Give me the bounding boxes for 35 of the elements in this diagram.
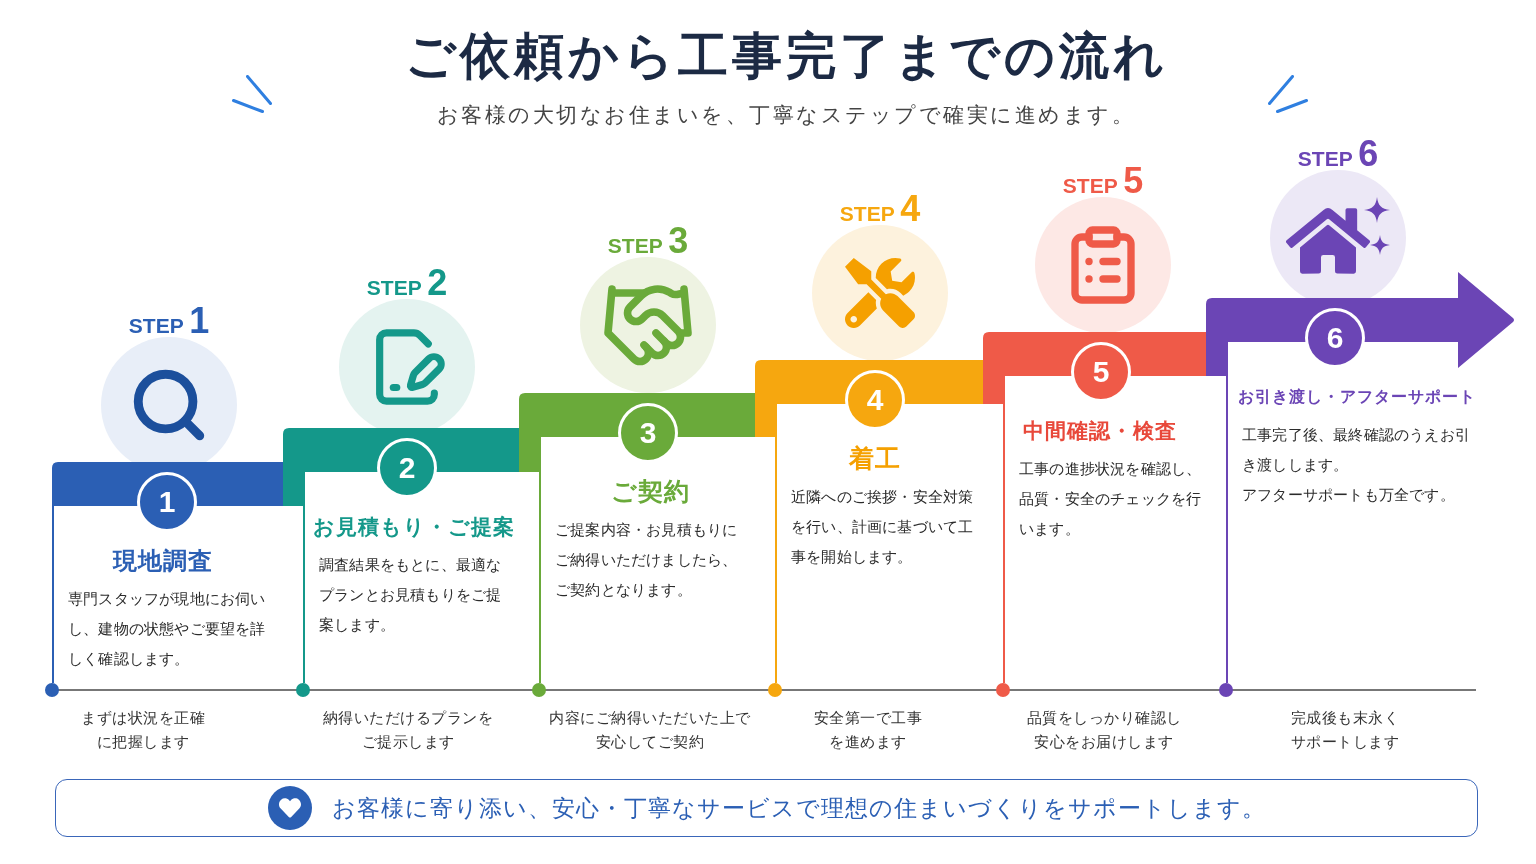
step-label: STEP 3 xyxy=(607,223,689,259)
step-caption: 完成後も末永くサポートします xyxy=(1289,708,1401,753)
step-title: ご契約 xyxy=(610,477,690,507)
step-card xyxy=(52,462,283,683)
step-caption: 内容にご納得いただいた上で安心してご契約 xyxy=(548,708,752,753)
step-card-with-arrow xyxy=(1206,272,1515,683)
step-caption: まずは状況を正確に把握します xyxy=(80,708,206,753)
step-description: 工事の進捗状況を確認し、品質・安全のチェックを行います。 xyxy=(1019,459,1203,540)
step-description: 近隣へのご挨拶・安全対策を行い、計画に基づいて工事を開始します。 xyxy=(791,487,975,568)
step-title: 着工 xyxy=(849,444,901,474)
step-title: お見積もり・ご提案 xyxy=(313,514,515,541)
step-description: 調査結果をもとに、最適なプランとお見積もりをご提案します。 xyxy=(319,555,503,636)
step-description: 専門スタッフが現地にお伺いし、建物の状態やご要望を詳しく確認します。 xyxy=(68,589,267,670)
step-title: お引き渡し・アフターサポート xyxy=(1238,386,1476,408)
step-label: STEP 2 xyxy=(366,265,448,301)
step-label: STEP 5 xyxy=(1062,163,1144,199)
step-caption: 納得いただけるプランをご提示します xyxy=(321,708,495,753)
step-card xyxy=(983,332,1206,683)
step-description: アフターサポートも万全です。 xyxy=(1242,485,1456,506)
step-card xyxy=(519,393,755,683)
step-label: STEP 1 xyxy=(128,303,210,339)
step-description: 工事完了後、最終確認のうえお引き渡しします。 xyxy=(1242,425,1471,476)
step-caption: 品質をしっかり確認し安心をお届けします xyxy=(1025,708,1183,753)
step-description: ご提案内容・お見積もりにご納得いただけましたら、ご契約となります。 xyxy=(555,520,739,601)
banner-text: お客様に寄り添い、安心・丁寧なサービスで理想の住まいづくりをサポートします。 xyxy=(331,793,1266,823)
step-card xyxy=(755,360,983,683)
step-card xyxy=(283,428,519,683)
step-title: 中間確認・検査 xyxy=(1023,418,1177,445)
step-label: STEP 6 xyxy=(1297,136,1379,172)
page-title: ご依頼から工事完了までの流れ xyxy=(404,26,1168,86)
step-caption: 安全第一で工事を進めます xyxy=(812,708,924,753)
message-banner xyxy=(55,779,1478,837)
step-title: 現地調査 xyxy=(113,546,213,576)
step-label: STEP 4 xyxy=(839,191,921,227)
subtitle: お客様の大切なお住まいを、丁寧なステップで確実に進めます。 xyxy=(436,102,1136,129)
